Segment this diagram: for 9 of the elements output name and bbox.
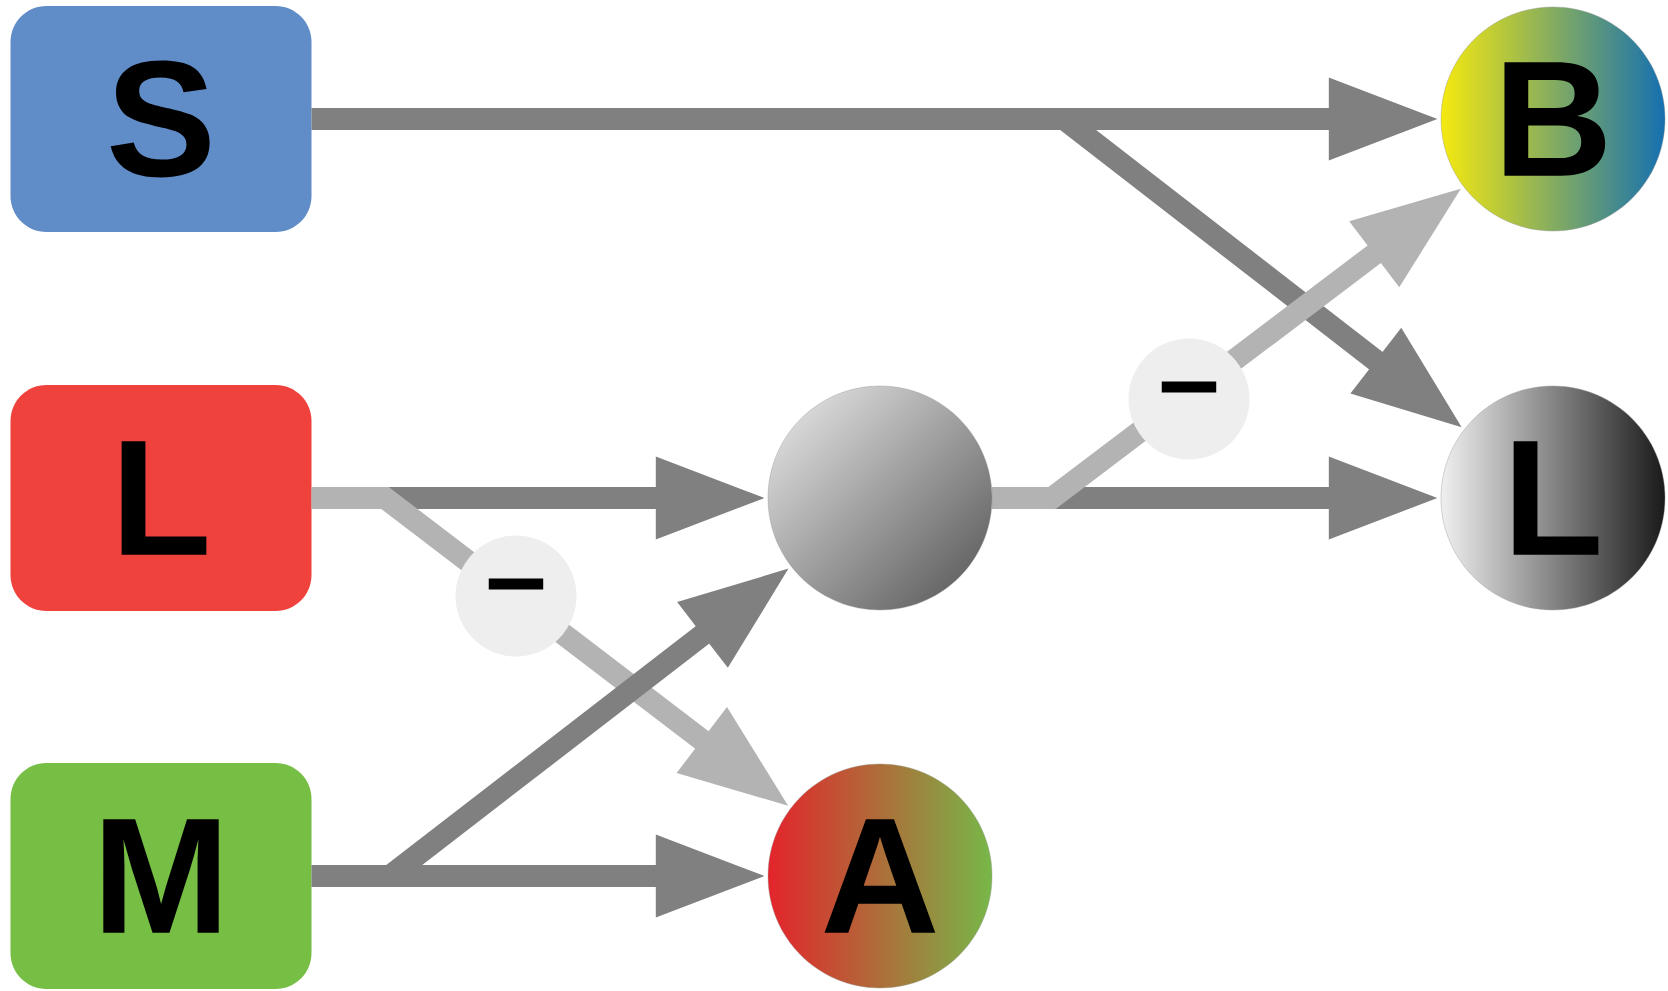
circle-node: A <box>767 763 993 989</box>
labeled-box: M <box>10 763 312 989</box>
labeled-box: L <box>10 385 312 611</box>
circle-node <box>767 385 993 611</box>
labeled-box: S <box>10 6 312 232</box>
edge-label: – <box>1128 338 1250 460</box>
circle-node: L <box>1440 385 1666 611</box>
edge-label: – <box>455 535 577 657</box>
circle-node: B <box>1440 6 1666 232</box>
